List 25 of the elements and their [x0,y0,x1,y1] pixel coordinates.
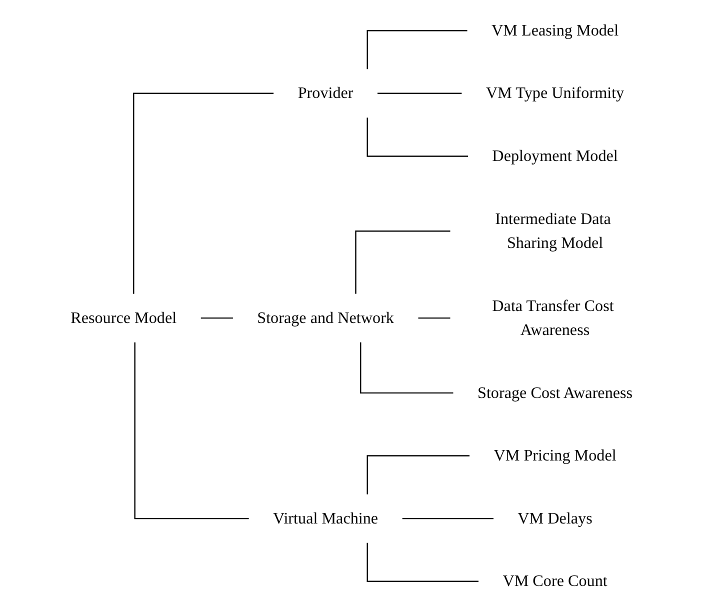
node-text: Provider [298,84,354,102]
connector [200,317,233,319]
node-text: VM Type Uniformity [486,84,624,102]
node-text: Resource Model [70,309,177,327]
connector [355,230,450,294]
connector [366,118,468,157]
connector [417,317,450,319]
node-text: VM Core Count [502,572,608,590]
connector [366,30,468,70]
node-text: Data Transfer Cost Awareness [492,297,614,340]
node-text: Virtual Machine [272,510,378,528]
connector [132,92,274,294]
connector [376,92,462,94]
connector [402,518,494,520]
connector [360,342,454,394]
connector [366,542,478,582]
node-text: Storage Cost Awareness [477,384,632,402]
node-text: Deployment Model [492,147,618,166]
node-text: VM Pricing Model [494,446,616,465]
node-text: VM Leasing Model [491,22,618,40]
node-text: VM Delays [518,510,592,528]
node-text: Storage and Network [257,309,394,327]
connector [366,455,470,494]
connector [134,342,249,520]
node-text: Intermediate Data Sharing Model [495,210,611,252]
